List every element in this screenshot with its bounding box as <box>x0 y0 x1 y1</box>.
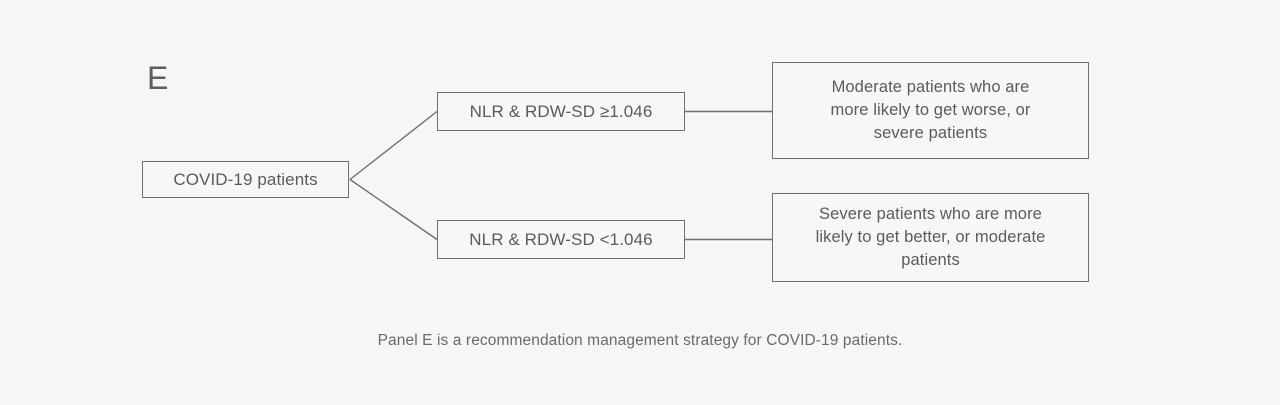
node-covid-19-patients: COVID-19 patients <box>142 161 349 198</box>
node-root-label: COVID-19 patients <box>173 169 318 189</box>
node-rule-nlr-rdwsd-high: NLR & RDW-SD ≥1.046 <box>437 92 685 131</box>
connector-root-to-rule-low <box>349 178 438 241</box>
node-outcome-high-label: Moderate patients who are more likely to… <box>830 78 1031 142</box>
node-outcome-low-label: Severe patients who are more likely to g… <box>815 205 1046 269</box>
node-outcome-severe-improving: Severe patients who are more likely to g… <box>772 193 1089 282</box>
node-rule-high-label: NLR & RDW-SD ≥1.046 <box>469 101 653 121</box>
connector-root-to-rule-high <box>349 110 438 181</box>
panel-label: E <box>147 60 169 96</box>
node-outcome-moderate-worsening: Moderate patients who are more likely to… <box>772 62 1089 159</box>
node-rule-low-label: NLR & RDW-SD <1.046 <box>469 229 653 249</box>
figure-caption: Panel E is a recommendation management s… <box>377 332 903 349</box>
node-rule-nlr-rdwsd-low: NLR & RDW-SD <1.046 <box>437 220 685 259</box>
